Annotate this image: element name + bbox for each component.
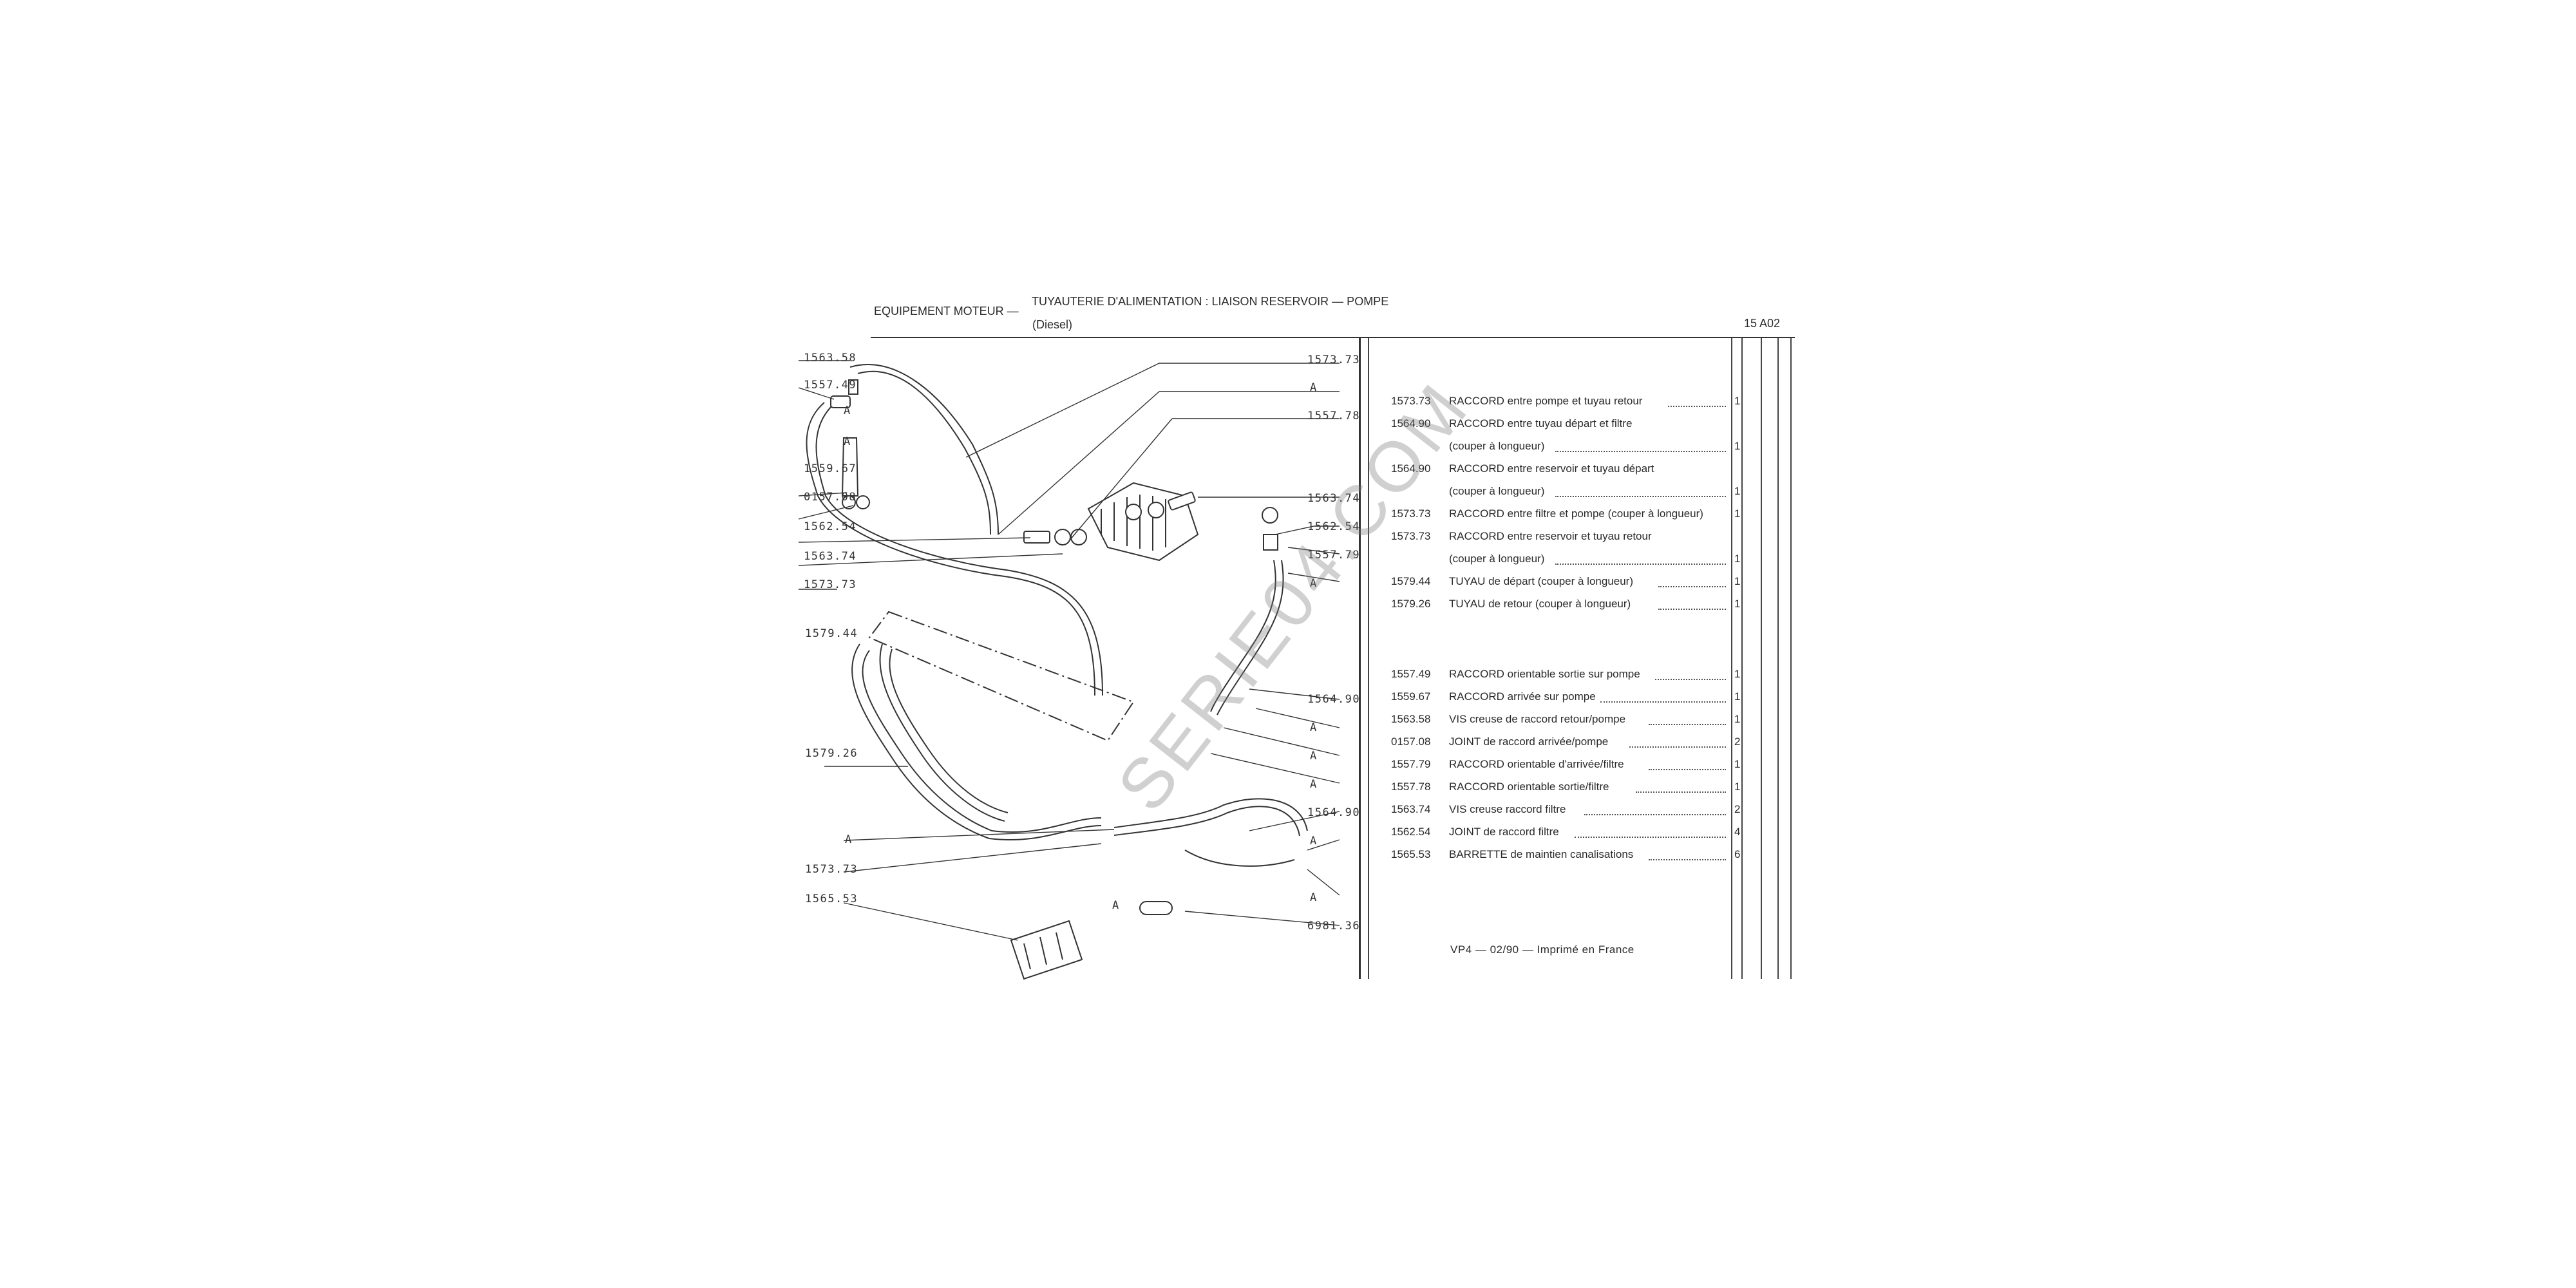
diagram-label: A: [1310, 381, 1318, 394]
diagram-label: 0157.08: [804, 491, 857, 504]
diagram-label: A: [1310, 891, 1318, 904]
page-subtitle: (Diesel): [1032, 318, 1073, 331]
diagram-label: A: [1310, 721, 1318, 734]
diagram-label: 1564.90: [1307, 693, 1361, 706]
print-footer: VP4 — 02/90 — Imprimé en France: [1450, 943, 1634, 956]
diagram-label: A: [1310, 778, 1318, 791]
diagram-label: A: [1310, 577, 1318, 590]
diagram-label: A: [1112, 899, 1120, 912]
diagram-label: 1563.58: [804, 352, 857, 365]
qty-column-rule: [1790, 338, 1792, 979]
pipe-1579-44: [879, 643, 1005, 822]
diagram-label: 1562.54: [804, 520, 857, 533]
diagram-label: A: [1310, 835, 1318, 848]
washer-1562-54: [1125, 504, 1142, 520]
qty-column-rule: [1731, 338, 1732, 979]
exploded-parts-diagram: [799, 360, 1340, 980]
qty-column-rule: [1761, 338, 1762, 979]
section-title: EQUIPEMENT MOTEUR —: [874, 305, 1019, 317]
diagram-label: 1579.44: [805, 627, 858, 640]
bolt-1563-74-right: [1168, 491, 1196, 511]
feed-hose-top: [849, 364, 999, 535]
bracket-1565-53: [1010, 920, 1083, 980]
diagram-label: 1557.49: [804, 379, 857, 392]
bolt-1563-58: [848, 379, 858, 395]
diagram-label: A: [1310, 750, 1318, 762]
fitting-1559-67: [841, 437, 859, 497]
diagram-label: 1557.79: [1307, 549, 1361, 562]
clamp-6981-36: [1139, 901, 1173, 915]
table-divider: [1368, 338, 1369, 979]
filter-hose: [1217, 560, 1284, 715]
header-rule: [871, 337, 1795, 338]
injection-pump: [1087, 482, 1199, 562]
diagram-label: A: [844, 435, 851, 448]
qty-column-rule: [1777, 338, 1779, 979]
diagram-label: 1563.74: [1307, 492, 1361, 505]
diagram-label: 1562.54: [1307, 520, 1361, 533]
diagram-label: A: [845, 833, 853, 846]
diagram-label: A: [844, 404, 851, 417]
return-hose: [806, 402, 1095, 696]
pipe-1579-26: [862, 650, 1102, 833]
fitting-1557-79: [1263, 534, 1278, 551]
diagram-label: 1573.73: [805, 863, 858, 876]
diagram-label: 1573.73: [1307, 354, 1361, 366]
page-title: TUYAUTERIE D'ALIMENTATION : LIAISON RESE…: [1032, 295, 1389, 308]
banjo-1557-49: [830, 395, 851, 408]
diagram-label: 1573.73: [804, 578, 857, 591]
diagram-label: 1557.78: [1307, 410, 1361, 422]
diagram-label: 1564.90: [1307, 806, 1361, 819]
table-divider: [1359, 338, 1361, 979]
diagram-label: 1565.53: [805, 893, 858, 905]
lower-hose: [1113, 798, 1308, 831]
diagram-label: 1579.26: [805, 747, 858, 760]
qty-column-rule: [1741, 338, 1743, 979]
page-code: 15 A02: [1744, 317, 1781, 330]
diagram-label: 1559.67: [804, 462, 857, 475]
diagram-label: 1563.74: [804, 550, 857, 563]
bolt-1563-74-left: [1023, 531, 1050, 544]
diagram-label: 6981.36: [1307, 920, 1361, 933]
